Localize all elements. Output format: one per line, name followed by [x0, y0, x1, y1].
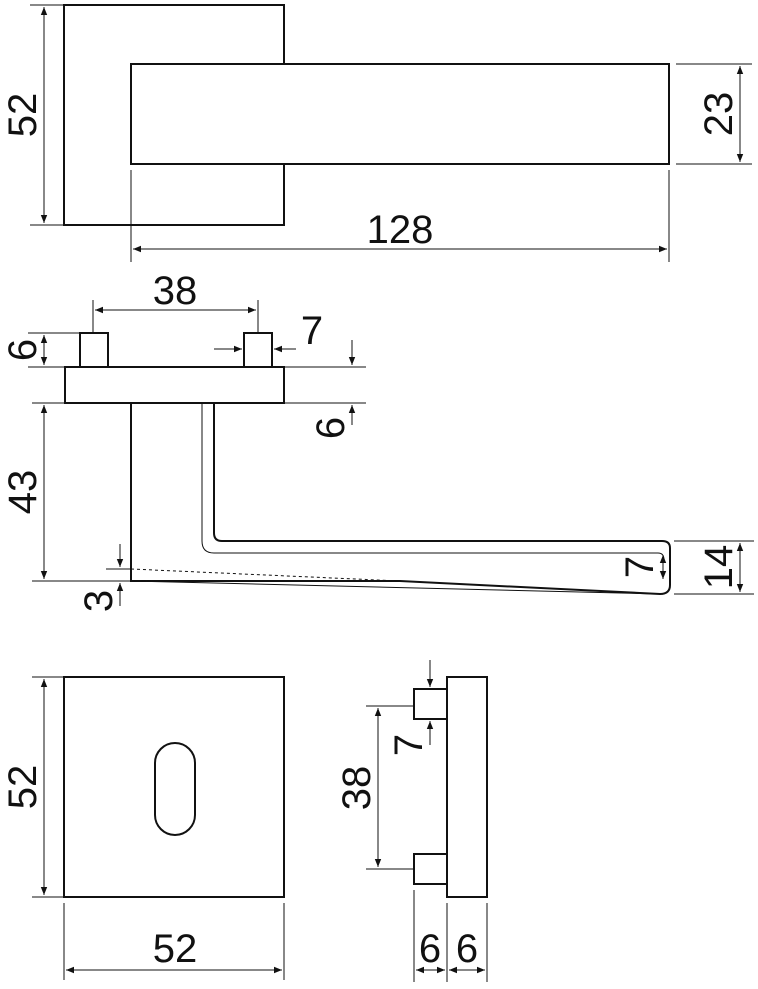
escutcheon-front-view: 52 52: [1, 676, 285, 980]
lever-top-view: 52 23 128: [1, 4, 752, 262]
keyhole-slot: [154, 742, 196, 836]
pin-height-label: 6: [1, 339, 45, 361]
lever-thickness-label: 23: [697, 92, 741, 137]
escutcheon-height-label: 52: [1, 765, 45, 810]
lever-inner-contour: [201, 403, 665, 561]
rose-plate: [64, 366, 285, 404]
end-height-label: 14: [697, 545, 741, 590]
drop-label: 43: [1, 470, 45, 515]
pin-left: [79, 332, 109, 368]
lever-length-label: 128: [367, 208, 434, 252]
escutcheon-pin-width-label: 7: [387, 734, 431, 756]
hidden-slope-line: [130, 568, 401, 582]
lever-bottom-edge: [130, 580, 661, 595]
escutcheon-side-plate: [446, 676, 488, 898]
rose-height-label: 52: [1, 93, 45, 138]
pin-width-label: 7: [301, 309, 323, 353]
escutcheon-pin-spacing-label: 38: [335, 766, 379, 811]
escutcheon-pin-top: [413, 688, 448, 720]
end-thickness-label: 7: [618, 556, 662, 578]
rose-thickness-label: 6: [309, 417, 353, 439]
escutcheon-side-view: 7 38 6 6: [335, 660, 488, 982]
lever-side-view: 38 7 6 6 43 3 7 14: [1, 269, 754, 612]
escutcheon-width-label: 52: [153, 927, 198, 971]
lever-bar: [130, 63, 670, 165]
escutcheon-pin-depth-label: 6: [419, 927, 441, 971]
escutcheon-pin-bottom: [413, 853, 448, 885]
lever-profile: [130, 402, 671, 596]
pin-right: [243, 332, 273, 368]
pin-spacing-label: 38: [153, 269, 198, 313]
slope-offset-label: 3: [77, 590, 121, 612]
escutcheon-plate-depth-label: 6: [456, 927, 478, 971]
